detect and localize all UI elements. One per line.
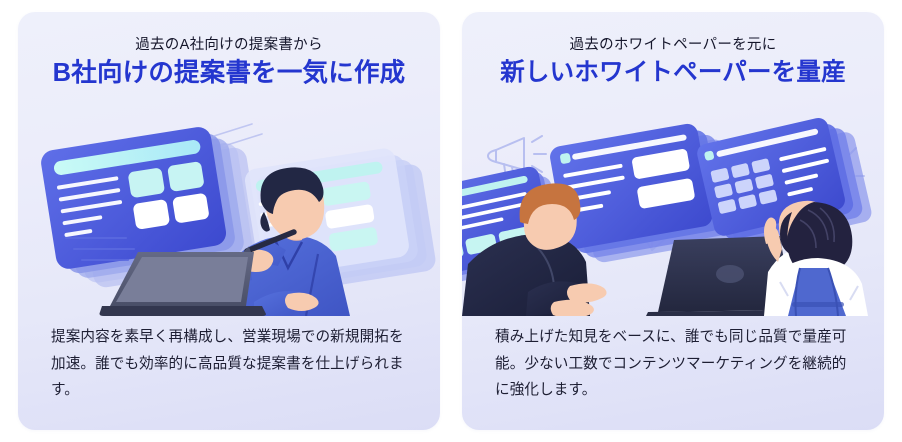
proposal-illustration bbox=[18, 116, 440, 316]
document-card-center bbox=[550, 123, 740, 263]
card-body: 提案内容を素早く再構成し、営業現場での新規開拓を加速。誰でも効率的に高品質な提案… bbox=[51, 329, 404, 399]
feature-card-whitepaper[interactable]: 過去のホワイトペーパーを元に 新しいホワイトペーパーを量産 bbox=[462, 12, 884, 430]
laptop bbox=[99, 252, 266, 316]
card-headline: 新しいホワイトペーパーを量産 bbox=[500, 59, 846, 86]
woman-pointing bbox=[764, 200, 868, 316]
card-eyebrow: 過去のA社向けの提案書から bbox=[135, 37, 323, 53]
card-headline: B社向けの提案書を一気に作成 bbox=[52, 59, 406, 87]
card-body: 積み上げた知見をベースに、誰でも同じ品質で量産可能。少ない工数でコンテンツマーケ… bbox=[495, 329, 847, 399]
card-eyebrow: 過去のホワイトペーパーを元に bbox=[569, 37, 777, 53]
speed-lines bbox=[64, 236, 136, 262]
feature-card-proposal[interactable]: 過去のA社向けの提案書から B社向けの提案書を一気に作成 bbox=[18, 12, 440, 430]
person-at-laptop bbox=[462, 183, 607, 316]
whitepaper-illustration bbox=[462, 116, 884, 316]
